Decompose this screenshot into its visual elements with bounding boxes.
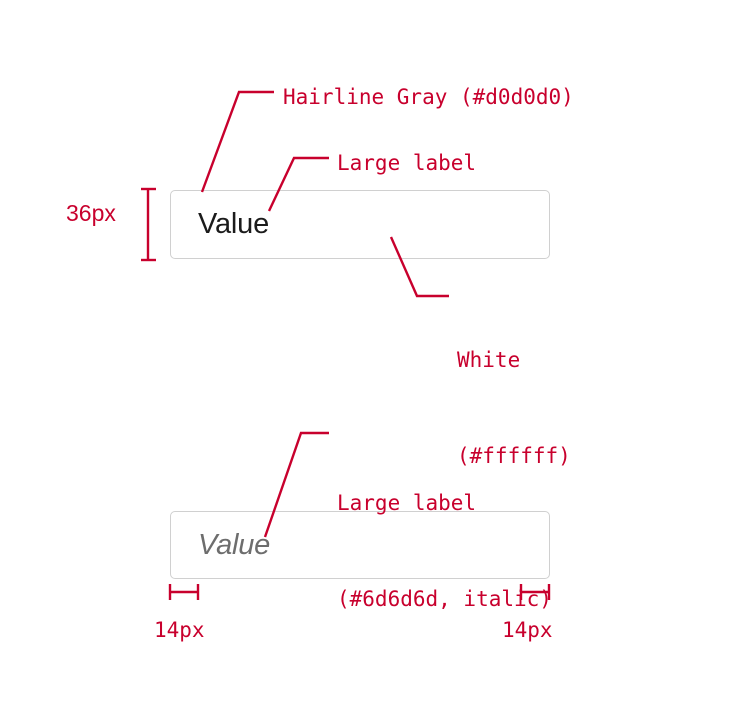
measure-bracket-padding-left (168, 584, 200, 600)
annotation-white-line2: (#ffffff) (457, 444, 571, 468)
input-field-placeholder[interactable]: Value (170, 511, 550, 579)
measure-bracket-height (141, 187, 156, 262)
input-field-placeholder-value: Value (198, 528, 271, 561)
annotation-padding-right-14px: 14px (502, 618, 553, 642)
annotation-white-line1: White (457, 348, 521, 372)
annotation-large-label-bottom: Large label (#6d6d6d, italic) (337, 423, 552, 679)
annotation-padding-left-14px: 14px (154, 618, 205, 642)
annotation-white-color: White (#ffffff) (457, 280, 571, 536)
annotation-large-label-top: Large label (337, 151, 477, 175)
annotation-large-label-bottom-line2: (#6d6d6d, italic) (337, 587, 552, 611)
input-field-filled[interactable]: Value (170, 190, 550, 259)
annotation-height-36px: 36px (66, 200, 116, 226)
annotation-large-label-bottom-line1: Large label (337, 491, 477, 515)
input-field-filled-value: Value (198, 208, 270, 240)
leader-line-hairline (200, 90, 274, 193)
annotation-hairline-gray: Hairline Gray (#d0d0d0) (283, 85, 574, 109)
